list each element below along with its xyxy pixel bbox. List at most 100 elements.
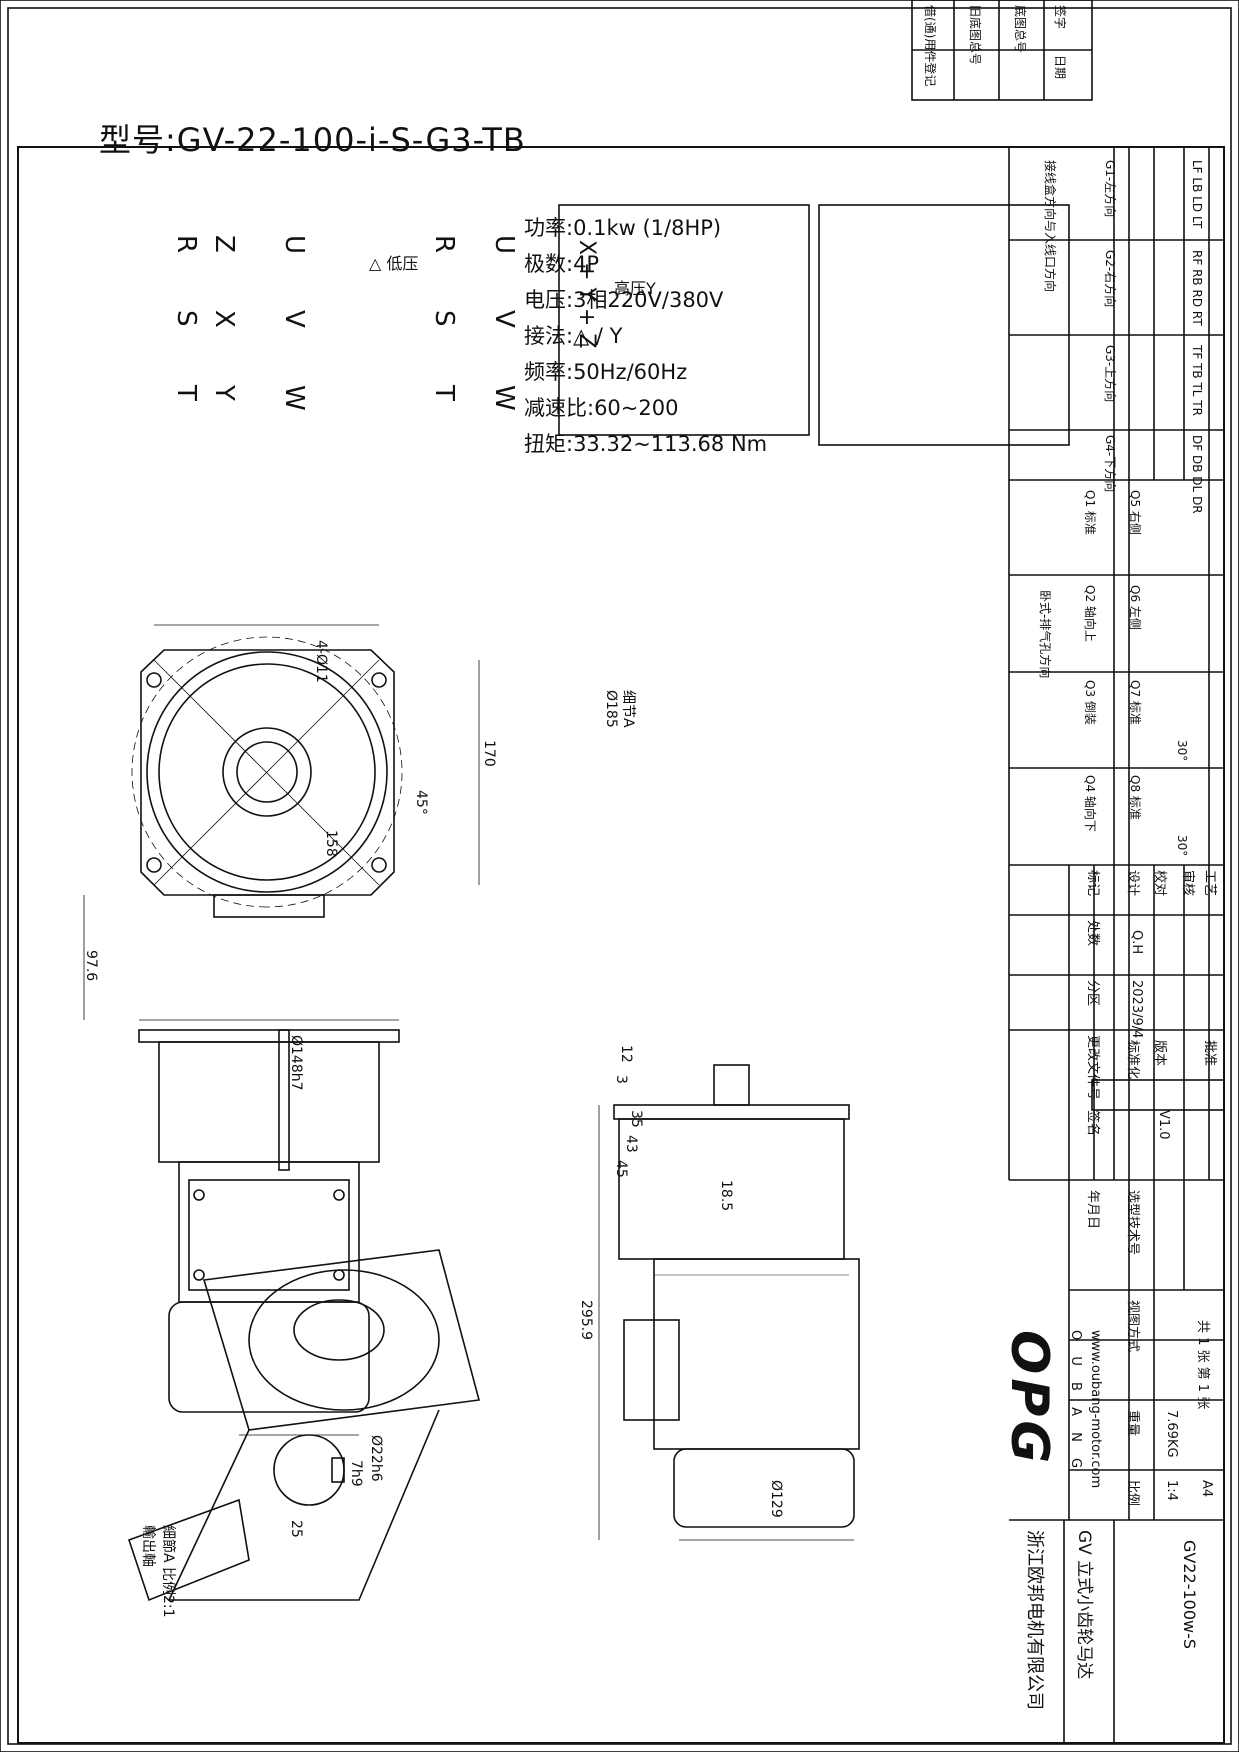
designer: Q.H xyxy=(1129,930,1144,955)
col-mark: 标记 xyxy=(1085,870,1100,897)
codes-g1: LF LB LD LT xyxy=(1190,160,1204,229)
q6: Q6 左侧 xyxy=(1128,585,1142,630)
weight-value: 7.69KG xyxy=(1164,1410,1179,1458)
col-date: 年月日 xyxy=(1085,1190,1100,1230)
dim-4-holes: 4-Ø11 xyxy=(313,640,329,683)
q-header: 卧式-排气孔方向 xyxy=(1038,590,1052,679)
side-4: 签字 xyxy=(1053,5,1067,30)
dim-25: 25 xyxy=(288,1520,304,1538)
model-title: 型号:GV-22-100-i-S-G3-TB xyxy=(99,121,526,159)
dim-3: 3 xyxy=(613,1075,629,1084)
dim-158: 158 xyxy=(323,830,339,857)
dim-35: 35 xyxy=(628,1110,644,1128)
sheet-count: 共 1 张 第 1 张 xyxy=(1195,1320,1210,1410)
dim-295-9: 295.9 xyxy=(578,1300,594,1341)
g4: G4-下方向 xyxy=(1103,435,1117,493)
product-code: GV22-100w-S xyxy=(1180,1540,1199,1650)
dim-185: Ø185 xyxy=(603,690,619,728)
q4: Q4 轴向下 xyxy=(1083,775,1097,832)
dim-148: Ø148h7 xyxy=(288,1035,304,1091)
version-label: 版本 xyxy=(1152,1040,1167,1067)
approve: 批准 xyxy=(1202,1040,1217,1067)
g2: G2-右方向 xyxy=(1103,250,1117,308)
wiring-low-s: S xyxy=(171,310,201,327)
wiring-low-r: R xyxy=(171,235,201,254)
wiring-high-caption: 高压Y xyxy=(614,279,656,298)
logo: OPG xyxy=(999,1330,1059,1467)
dim-45: 45 xyxy=(613,1160,629,1178)
dim-43: 43 xyxy=(623,1135,639,1153)
row-process: 工艺 xyxy=(1202,870,1217,897)
dim-detail: 细节A xyxy=(620,690,636,728)
side-2: 旧底图总号 xyxy=(968,5,982,66)
q7: Q7 标准 xyxy=(1128,680,1142,725)
company-name: 浙江欧邦电机有限公司 xyxy=(1024,1530,1045,1710)
col-count: 处数 xyxy=(1085,920,1100,947)
wiring-low-z: Z xyxy=(209,235,239,253)
product-name: GV 立式小齿轮马达 xyxy=(1074,1530,1094,1680)
wiring-low-t: T xyxy=(171,385,201,401)
side-1: 借(通)用件登记 xyxy=(923,5,937,87)
wiring-high-bar: X + Y + Z xyxy=(574,240,599,349)
dim-97-6: 97.6 xyxy=(83,950,99,982)
orient-header: 接线盒方向与入线口方向 xyxy=(1043,160,1057,293)
dim-7: 7h9 xyxy=(348,1460,364,1487)
wiring-high-w: W xyxy=(489,385,519,411)
wiring-low-v: V xyxy=(279,310,309,328)
row-design: 设计 xyxy=(1125,870,1140,897)
angle-2: 30° xyxy=(1175,835,1189,857)
side-3: 底图总号 xyxy=(1013,5,1027,54)
dim-22: Ø22h6 xyxy=(368,1435,384,1482)
spec-frequency: 频率:50Hz/60Hz xyxy=(524,360,688,384)
paper-size: A4 xyxy=(1199,1480,1214,1498)
q3: Q3 倒装 xyxy=(1083,680,1097,725)
wiring-low-u: U xyxy=(279,235,309,255)
g1: G1-左方向 xyxy=(1103,160,1117,218)
scale-label: 比例 xyxy=(1125,1480,1140,1507)
detail-a-label: 細節A 比例2:1 xyxy=(160,1525,176,1618)
brand: O U B A N G xyxy=(1068,1330,1083,1475)
wiring-high-t: T xyxy=(429,385,459,401)
g3: G3-上方向 xyxy=(1103,345,1117,403)
standardize: 标准化 xyxy=(1125,1040,1140,1080)
angle-1: 30° xyxy=(1175,740,1189,762)
dim-18-5: 18.5 xyxy=(718,1180,734,1212)
wiring-low-caption: △ 低压 xyxy=(369,254,419,273)
wiring-low-x: X xyxy=(209,310,239,328)
col-zone: 分区 xyxy=(1085,980,1100,1007)
scale-value: 1:4 xyxy=(1164,1480,1179,1501)
website: www.oubang-motor.com xyxy=(1088,1330,1103,1489)
wiring-high-u: U xyxy=(489,235,519,255)
codes-g3: TF TB TL TR xyxy=(1190,345,1204,416)
side-5: 日期 xyxy=(1053,55,1067,80)
col-sign: 签名 xyxy=(1085,1110,1100,1137)
wiring-low-y: Y xyxy=(209,385,239,401)
spec-ratio: 减速比:60~200 xyxy=(524,396,679,420)
weight-label: 重量 xyxy=(1125,1410,1140,1437)
col-change: 更改文件号 xyxy=(1085,1035,1100,1101)
q1: Q1 标准 xyxy=(1083,490,1097,535)
view-label: 视图方式 xyxy=(1125,1300,1140,1353)
shaft-label: 輸出軸 xyxy=(140,1525,156,1567)
wiring-high-r: R xyxy=(429,235,459,254)
row-review: 审核 xyxy=(1180,870,1195,897)
wiring-high-v: V xyxy=(489,310,519,328)
version-value: V1.0 xyxy=(1156,1110,1171,1140)
dim-45deg: 45° xyxy=(413,790,429,815)
dim-129: Ø129 xyxy=(768,1480,784,1518)
q2: Q2 轴向上 xyxy=(1083,585,1097,642)
q8: Q8 标准 xyxy=(1128,775,1142,820)
codes-g4: DF DB DL DR xyxy=(1190,435,1204,514)
tech-number: 选型技术号 xyxy=(1125,1190,1140,1256)
codes-g2: RF RB RD RT xyxy=(1190,250,1204,326)
dim-12: 12 xyxy=(618,1045,634,1063)
dim-170: 170 xyxy=(481,740,497,767)
design-date: 2023/9/4 xyxy=(1129,980,1144,1039)
spec-torque: 扭矩:33.32~113.68 Nm xyxy=(524,432,768,456)
q5: Q5 右侧 xyxy=(1128,490,1142,535)
row-check: 校对 xyxy=(1152,870,1167,897)
wiring-high-s: S xyxy=(429,310,459,327)
wiring-low-w: W xyxy=(279,385,309,411)
